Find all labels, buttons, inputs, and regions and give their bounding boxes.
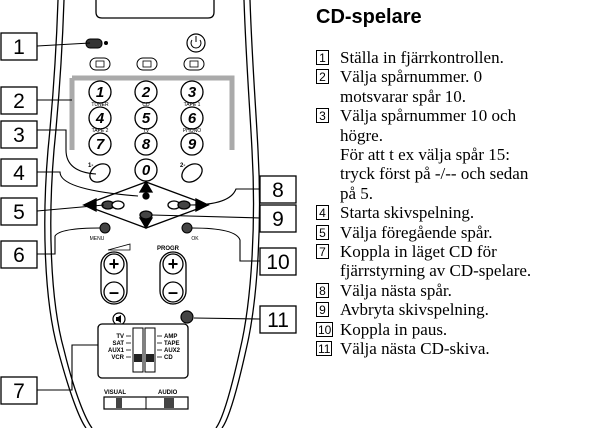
digit-key-2: 2 <box>141 84 151 101</box>
right-switch-tape: TAPE <box>164 341 180 347</box>
step-number-box: 2 <box>316 69 329 85</box>
step-number-box: 9 <box>316 302 329 318</box>
step-number-box: 5 <box>316 224 329 240</box>
two-dash-label: 2- <box>180 163 185 169</box>
menu-label: MENU <box>90 236 105 242</box>
ten-plus-label: 1- <box>88 163 93 169</box>
navigation-pad <box>82 180 210 230</box>
step-text-line: Koppla in läget CD för <box>340 242 497 262</box>
step-item: 8 Välja nästa spår. <box>316 281 604 300</box>
callout-9: 9 <box>272 208 284 231</box>
volume-plus: + <box>109 254 120 274</box>
step-number-box: 10 <box>316 321 334 337</box>
digit-key-5: 5 <box>142 110 151 127</box>
digit-key-3: 3 <box>188 84 197 101</box>
step-text-line: För att t ex välja spår 15: <box>340 145 510 165</box>
caption-cd: CD <box>142 102 150 108</box>
step-item: 11 Välja nästa CD-skiva. <box>316 339 604 358</box>
callout-leaders <box>36 42 261 391</box>
right-switch-aux2: AUX2 <box>164 348 181 354</box>
step-text-line: Välja föregående spår. <box>340 222 493 242</box>
callout-6: 6 <box>13 244 25 267</box>
digit-key-8: 8 <box>142 136 151 153</box>
right-switch-amp: AMP <box>164 334 177 340</box>
step-item: 10 Koppla in paus. <box>316 320 604 339</box>
step-text-line: på 5. <box>340 183 374 203</box>
callout-1: 1 <box>13 36 25 59</box>
numeric-keypad: 1 2 3 4 5 6 7 8 9 0 TUNER CD TAPE 1 TAPE… <box>88 80 204 182</box>
step-text-line: Välja nästa spår. <box>340 280 452 300</box>
caption-tv: TV <box>143 128 150 134</box>
left-switch-sat: SAT <box>112 341 124 347</box>
step-number-box: 11 <box>316 341 333 357</box>
step-text-line: Koppla in paus. <box>340 319 448 339</box>
step-item: 4 Starta skivspelning. <box>316 203 604 222</box>
rocker-buttons: + – + – <box>100 251 187 305</box>
digit-key-1: 1 <box>96 84 104 101</box>
caption-tuner: TUNER <box>91 102 109 108</box>
remote-control-illustration: 1 2 3 4 5 6 7 8 9 0 TUNER CD TAPE 1 TAPE… <box>0 0 297 428</box>
step-item: 1 Ställa in fjärrkontrollen. <box>316 48 604 67</box>
visual-label: VISUAL <box>104 390 126 396</box>
program-plus: + <box>168 254 179 274</box>
caption-tape2: TAPE 2 <box>92 128 109 134</box>
callout-5: 5 <box>13 201 25 224</box>
step-text-line: Ställa in fjärrkontrollen. <box>340 48 504 67</box>
mute-and-disc-buttons <box>112 310 194 326</box>
digit-key-7: 7 <box>96 136 105 153</box>
callout-11: 11 <box>267 309 289 332</box>
step-number-box: 1 <box>316 50 329 65</box>
step-text-line: motsvarar spår 10. <box>340 86 467 106</box>
ten-plus-buttons: 1- 2- <box>88 163 203 183</box>
step-number-box: 4 <box>316 205 329 221</box>
step-item: 9 Avbryta skivspelning. <box>316 300 604 319</box>
progr-label: PROGR <box>157 246 180 252</box>
program-minus: – <box>168 282 178 302</box>
step-text-line: Starta skivspelning. <box>340 203 475 223</box>
numeric-bracket <box>69 75 235 150</box>
step-number-box: 3 <box>316 108 329 124</box>
step-number-box: 7 <box>316 244 329 260</box>
step-text-line: Avbryta skivspelning. <box>340 300 489 320</box>
step-item: 5 Välja föregående spår. <box>316 223 604 242</box>
top-buttons <box>85 33 206 71</box>
caption-tape1: TAPE 1 <box>184 102 201 108</box>
volume-minus: – <box>109 282 119 302</box>
callout-boxes: 1 2 3 4 5 6 7 8 9 10 11 <box>0 32 297 405</box>
digit-key-9: 9 <box>188 136 197 153</box>
step-text-line: tryck först på -/-- och sedan <box>340 164 529 184</box>
step-text-line: högre. <box>340 125 383 145</box>
left-switch-vcr: VCR <box>111 355 124 361</box>
digit-key-6: 6 <box>188 110 197 127</box>
mode-switch-panel: TV SAT AUX1 VCR AMP TAPE AUX2 CD <box>97 323 189 379</box>
step-text-line: fjärrstyrning av CD-spelare. <box>340 261 532 281</box>
step-number-box: 8 <box>316 282 329 298</box>
right-switch-cd: CD <box>164 355 173 361</box>
callout-2: 2 <box>13 90 25 113</box>
step-text-line: Välja spårnummer 10 och <box>340 106 517 126</box>
audio-label: AUDIO <box>158 390 178 396</box>
left-switch-aux1: AUX1 <box>108 348 125 354</box>
callout-7: 7 <box>13 380 25 403</box>
digit-key-4: 4 <box>95 110 105 127</box>
left-switch-tv: TV <box>116 334 124 340</box>
menu-ok-buttons: MENU OK PROGR <box>90 222 199 252</box>
digit-key-0: 0 <box>142 162 151 179</box>
callout-3: 3 <box>13 124 25 147</box>
section-title: CD-spelare <box>316 6 422 28</box>
step-text-line: Välja nästa CD-skiva. <box>340 339 490 359</box>
ok-label: OK <box>191 236 199 242</box>
remote-body <box>44 0 261 428</box>
callout-8: 8 <box>272 179 284 202</box>
callout-10: 10 <box>266 251 289 274</box>
callout-4: 4 <box>13 162 25 185</box>
caption-phono: PHONO <box>183 128 201 134</box>
visual-audio-sliders: VISUAL AUDIO <box>103 390 189 410</box>
step-text-line: Välja spårnummer. 0 <box>340 67 483 87</box>
